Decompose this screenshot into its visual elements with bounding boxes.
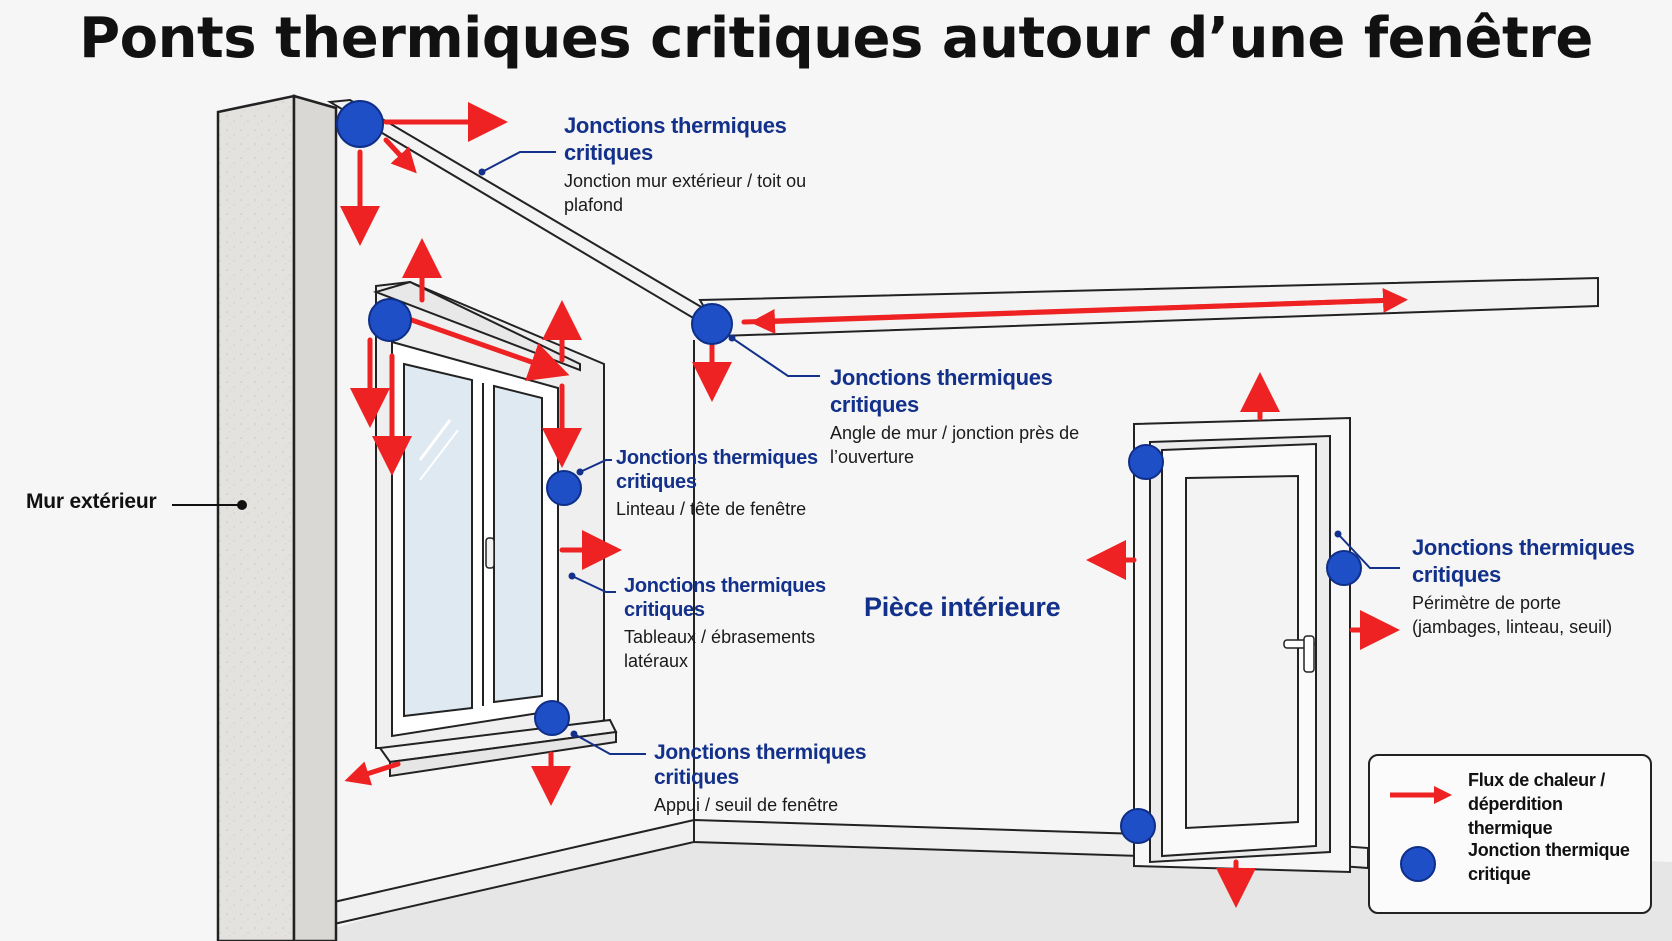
junction-dot-icon bbox=[1400, 846, 1436, 882]
junction-dot bbox=[336, 100, 384, 148]
heat-arrow bbox=[383, 137, 417, 174]
legend-item-junction: Jonction thermique critique bbox=[1370, 838, 1650, 898]
junction-dots bbox=[336, 100, 1362, 844]
callout-heading: Jonctions thermiques critiques bbox=[624, 575, 826, 621]
legend-item-heat-flow: Flux de chaleur / déperdition thermique bbox=[1370, 768, 1650, 838]
callout-subtitle: Appui / seuil de fenêtre bbox=[654, 795, 839, 815]
callout-heading: Jonctions thermiques critiques bbox=[1412, 535, 1635, 587]
callout-door-perimeter: Jonctions thermiques critiques Périmètre… bbox=[1412, 534, 1652, 639]
heat-arrow bbox=[750, 297, 1399, 334]
junction-dot bbox=[1326, 550, 1362, 586]
interior-room-label: Pièce intérieure bbox=[864, 592, 1061, 622]
junction-dot bbox=[368, 298, 412, 342]
junction-dot bbox=[1128, 444, 1164, 480]
exterior-wall-front bbox=[216, 94, 296, 941]
heat-flow-arrows bbox=[340, 102, 1408, 908]
callout-heading: Jonctions thermiques critiques bbox=[654, 741, 867, 789]
page-title: Ponts thermiques critiques autour d’une … bbox=[79, 6, 1593, 71]
callout-heading: Jonctions thermiques critiques bbox=[830, 365, 1053, 417]
heat-arrow bbox=[344, 761, 401, 786]
window bbox=[372, 280, 618, 778]
door bbox=[1133, 416, 1351, 874]
junction-dot bbox=[534, 700, 570, 736]
callout-subtitle: Tableaux / ébrasements latéraux bbox=[624, 627, 816, 671]
callout-heading: Jonctions thermiques critiques bbox=[616, 447, 818, 493]
exterior-wall-side bbox=[292, 94, 338, 941]
exterior-wall-label: Mur extérieur bbox=[26, 490, 157, 513]
callout-lintel: Jonctions thermiques critiques Linteau /… bbox=[616, 446, 856, 521]
legend-label: Flux de chaleur / déperdition thermique bbox=[1468, 770, 1605, 838]
callout-roof-junction: Jonctions thermiques critiques Jonction … bbox=[564, 112, 824, 217]
callout-subtitle: Jonction mur extérieur / toit ou plafond bbox=[564, 171, 807, 215]
leader-lines bbox=[481, 151, 1400, 755]
callout-sill: Jonctions thermiques critiques Appui / s… bbox=[654, 740, 894, 817]
legend: Flux de chaleur / déperdition thermique … bbox=[1368, 754, 1652, 914]
callout-side-reveals: Jonctions thermiques critiques Tableaux … bbox=[624, 574, 844, 673]
heat-flow-arrow-icon bbox=[1390, 786, 1452, 804]
callout-subtitle: Linteau / tête de fenêtre bbox=[616, 499, 807, 519]
legend-label: Jonction thermique critique bbox=[1468, 840, 1630, 884]
callout-wall-corner: Jonctions thermiques critiques Angle de … bbox=[830, 364, 1080, 469]
junction-dot bbox=[691, 303, 733, 345]
junction-dot bbox=[546, 470, 582, 506]
junction-dot bbox=[1120, 808, 1156, 844]
callout-subtitle: Angle de mur / jonction près de l’ouvert… bbox=[830, 423, 1080, 467]
callout-heading: Jonctions thermiques critiques bbox=[564, 113, 787, 165]
callout-subtitle: Périmètre de porte (jambages, linteau, s… bbox=[1412, 593, 1613, 637]
heat-arrow bbox=[403, 315, 570, 381]
